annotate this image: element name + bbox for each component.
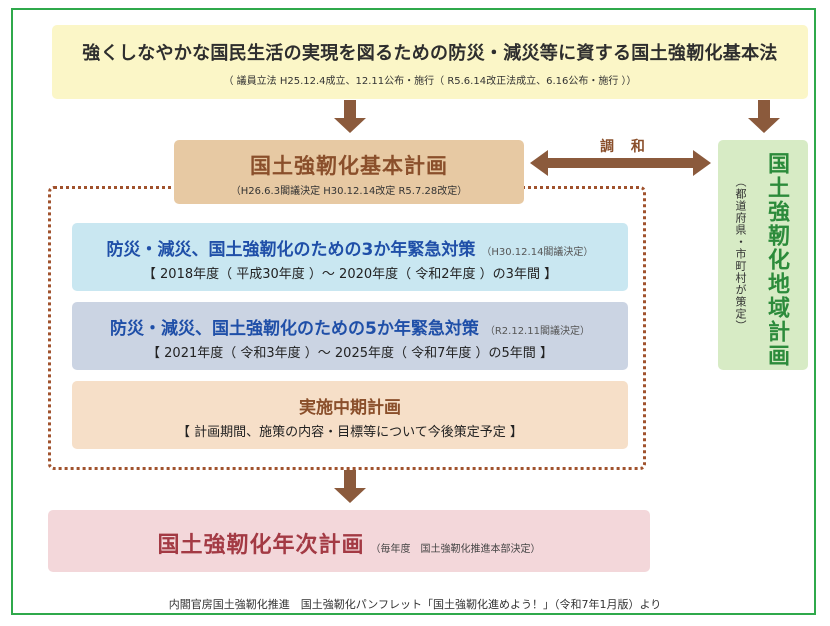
basic-plan-title: 国土強靭化基本計画 [250, 154, 448, 178]
measures-3yr-note: （H30.12.14閣議決定） [481, 247, 594, 258]
annual-plan-box: 国土強靭化年次計画 （毎年度 国土強靭化推進本部決定） [48, 510, 650, 572]
measures-5yr-box: 防災・減災、国土強靭化のための5か年緊急対策 （R2.12.11閣議決定） 【 2… [72, 302, 628, 370]
arrow-law-to-plan [334, 100, 366, 133]
measures-3yr-period: 【 2018年度（ 平成30年度 ）〜 2020年度（ 令和2年度 ）の3年間 … [142, 267, 558, 282]
basic-plan-subtitle: （H26.6.3閣議決定 H30.12.14改定 R5.7.28改定） [230, 186, 468, 197]
arrow-law-to-regional [748, 100, 780, 133]
mid-term-plan-box: 実施中期計画 【 計画期間、施策の内容・目標等について今後策定予定 】 [72, 381, 628, 449]
mid-term-plan-description: 【 計画期間、施策の内容・目標等について今後策定予定 】 [177, 425, 523, 440]
measures-5yr-title: 防災・減災、国土強靭化のための5か年緊急対策 [110, 319, 479, 339]
regional-plan-title: 国土強靭化地域計画 [764, 152, 789, 368]
annual-plan-title: 国土強靭化年次計画 [157, 533, 365, 558]
regional-plan-subtitle: （都道府県・市町村が策定） [734, 176, 747, 332]
arrow-harmony-double [530, 150, 711, 176]
basic-plan-box: 国土強靭化基本計画 （H26.6.3閣議決定 H30.12.14改定 R5.7.… [174, 140, 524, 204]
basic-law-title: 強くしなやかな国民生活の実現を図るための防災・減災等に資する国土強靭化基本法 [82, 43, 778, 64]
basic-law-box: 強くしなやかな国民生活の実現を図るための防災・減災等に資する国土強靭化基本法 （… [52, 25, 808, 99]
annual-plan-heading: 国土強靭化年次計画 （毎年度 国土強靭化推進本部決定） [48, 527, 650, 559]
harmony-label: 調 和 [600, 139, 651, 155]
basic-law-subtitle: （ 議員立法 H25.12.4成立、12.11公布・施行（ R5.6.14改正法… [223, 76, 637, 87]
measures-3yr-box: 防災・減災、国土強靭化のための3か年緊急対策 （H30.12.14閣議決定） 【 … [72, 223, 628, 291]
diagram-frame [11, 8, 816, 615]
measures-5yr-period: 【 2021年度（ 令和3年度 ）〜 2025年度（ 令和7年度 ）の5年間 】 [147, 346, 553, 361]
measures-3yr-heading: 防災・減災、国土強靭化のための3か年緊急対策 （H30.12.14閣議決定） [72, 235, 628, 260]
mid-term-plan-title: 実施中期計画 [299, 398, 401, 418]
annual-plan-note: （毎年度 国土強靭化推進本部決定） [370, 544, 541, 555]
arrow-to-annual [334, 470, 366, 503]
regional-plan-box: 国土強靭化地域計画 （都道府県・市町村が策定） [718, 140, 808, 370]
measures-3yr-title: 防災・減災、国土強靭化のための3か年緊急対策 [106, 240, 476, 260]
source-caption: 内閣官房国土強靭化推進 国土強靭化パンフレット「国土強靭化進めよう！」（令和7年… [168, 598, 662, 611]
measures-5yr-note: （R2.12.11閣議決定） [484, 326, 590, 337]
measures-5yr-heading: 防災・減災、国土強靭化のための5か年緊急対策 （R2.12.11閣議決定） [72, 314, 628, 339]
